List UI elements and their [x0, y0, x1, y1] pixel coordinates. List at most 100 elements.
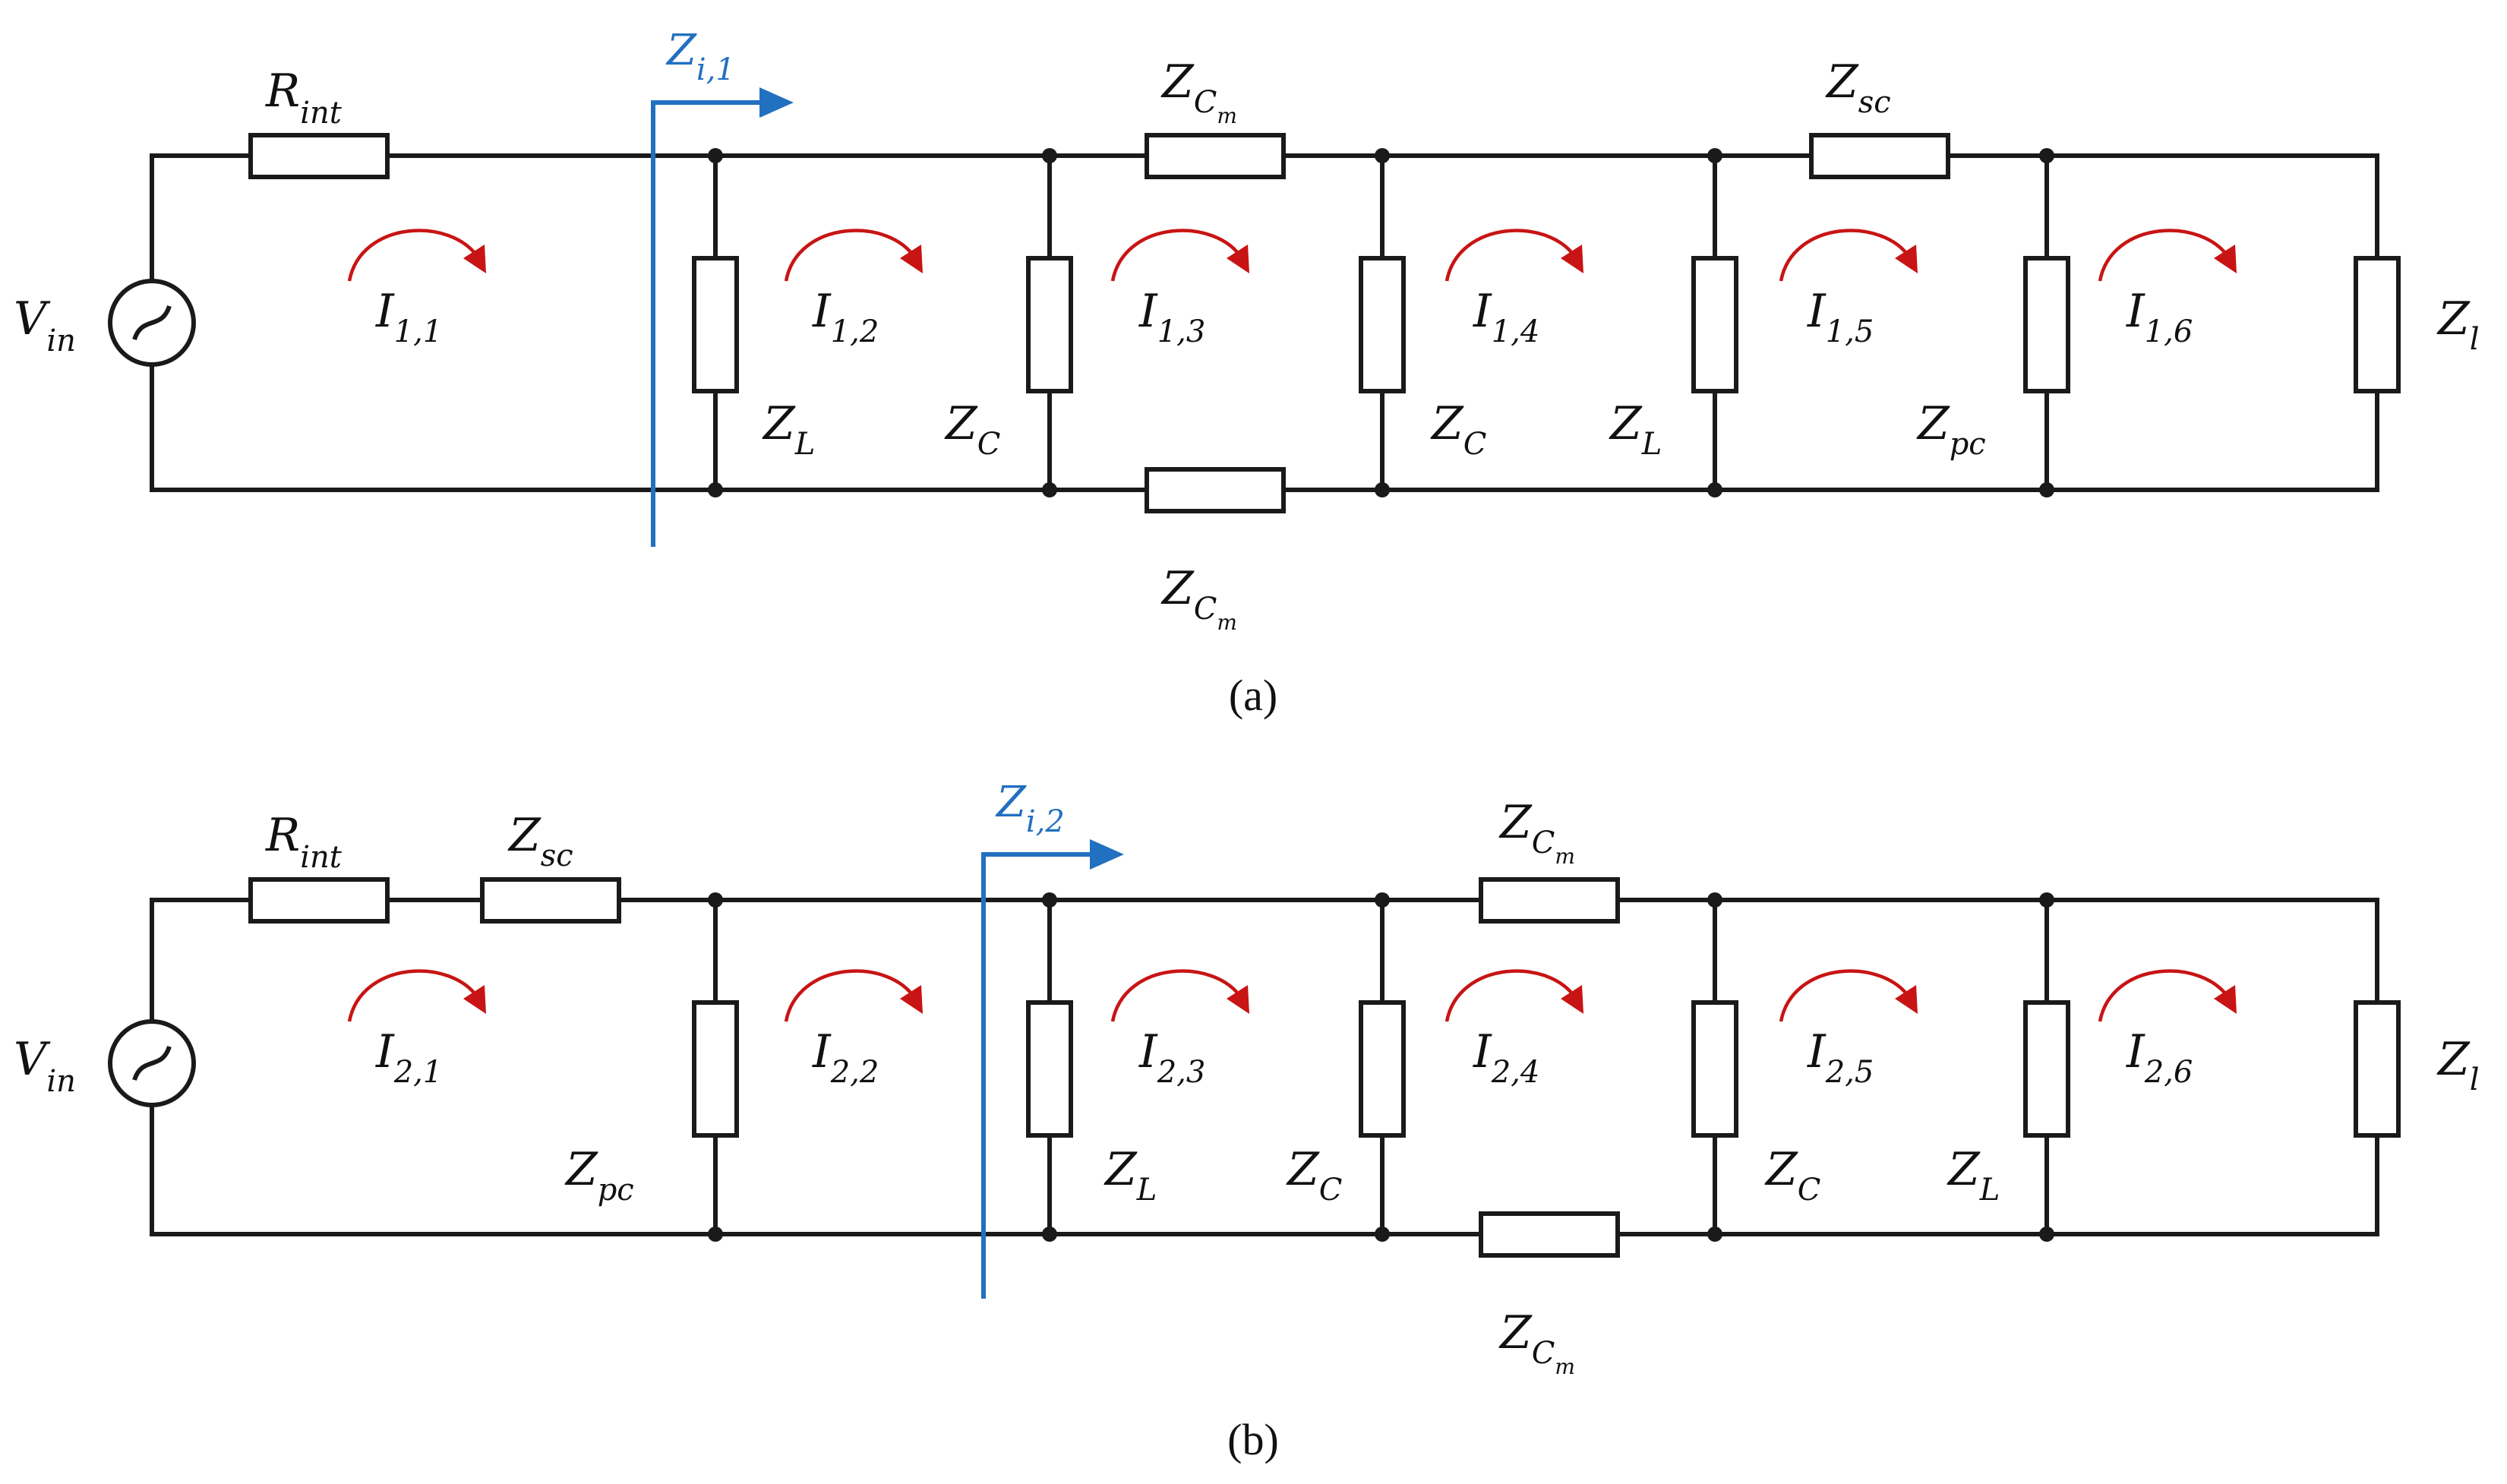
- label-zsc: Zsc: [507, 809, 573, 873]
- node-dot: [1375, 148, 1390, 163]
- loop-current-symbol: I: [2126, 285, 2145, 338]
- loop-current-arrow-icon: [1779, 969, 1912, 1022]
- loop-current-arrow-icon: [1779, 229, 1912, 282]
- loop-current-arrow-icon: [2098, 969, 2231, 1022]
- label-zcm-top: ZCm: [1160, 55, 1237, 128]
- zsc-resistor: [480, 877, 621, 924]
- label-zcm-top: ZCm: [1498, 796, 1575, 869]
- loop-arrow-head: [1561, 985, 1583, 1014]
- loop-current-index: 1,5: [1826, 314, 1874, 349]
- label-zcm-bottom: ZCm: [1498, 1306, 1575, 1379]
- label-zc: ZC: [1764, 1143, 1820, 1208]
- loop-current-symbol: I: [375, 285, 395, 338]
- node-dot: [1042, 1227, 1057, 1242]
- loop-current-symbol: I: [1473, 285, 1492, 338]
- loop-arrow-head: [2214, 985, 2237, 1014]
- label-zpc: Zpc: [1916, 397, 1986, 462]
- label-zcm-bottom: ZCm: [1160, 562, 1237, 635]
- label-zload: Zl: [2436, 1033, 2480, 1097]
- zpc-resistor: [692, 1000, 739, 1138]
- loop-current-label: I2,6: [2126, 1025, 2193, 1090]
- loop-current-symbol: I: [2126, 1025, 2145, 1078]
- loop-current-symbol: I: [1473, 1025, 1492, 1078]
- node-dot: [2039, 148, 2054, 163]
- loop-current-index: 1,1: [394, 314, 443, 349]
- r-int-resistor: [248, 133, 390, 179]
- label-r-int: Rint: [265, 65, 343, 131]
- r-int-resistor: [248, 877, 390, 924]
- node-dot: [708, 1227, 723, 1242]
- loop-current-index: 2,6: [2144, 1055, 2193, 1090]
- sine-wave-icon: [132, 1045, 172, 1081]
- zl-resistor: [1691, 256, 1738, 393]
- label-zc: ZC: [944, 397, 1000, 462]
- loop-arrow-head: [2214, 245, 2237, 273]
- zc-resistor: [1691, 1000, 1738, 1138]
- zload-resistor: [2354, 256, 2401, 393]
- loop-arrow-head: [1895, 245, 1918, 273]
- zc-resistor: [1359, 1000, 1406, 1138]
- caption-a: (a): [1229, 671, 1277, 720]
- loop-current-arrow-icon: [1110, 229, 1243, 282]
- loop-current-index: 2,2: [830, 1055, 879, 1090]
- sine-wave-icon: [132, 305, 172, 341]
- zload-resistor: [2354, 1000, 2401, 1138]
- caption-b: (b): [1227, 1415, 1279, 1464]
- loop-current-arrow-icon: [347, 229, 480, 282]
- label-zi: Zi,2: [995, 778, 1065, 839]
- loop-current-symbol: I: [1138, 285, 1158, 338]
- loop-arrow-head: [463, 245, 486, 273]
- loop-current-label: I1,5: [1807, 285, 1874, 349]
- loop-current-label: I2,3: [1138, 1025, 1205, 1090]
- zl-resistor: [692, 256, 739, 393]
- loop-current-label: I1,4: [1473, 285, 1539, 349]
- loop-arrow-head: [1561, 245, 1583, 273]
- loop-current-label: I1,6: [2126, 285, 2193, 349]
- loop-current-index: 1,3: [1157, 314, 1206, 349]
- node-dot: [2039, 892, 2054, 908]
- label-zc: ZC: [1430, 397, 1486, 462]
- zcm-top-resistor: [1479, 877, 1620, 924]
- loop-current-index: 1,6: [2145, 314, 2193, 349]
- zl-resistor: [2023, 1000, 2070, 1138]
- label-zl: ZL: [1104, 1143, 1157, 1208]
- node-dot: [1707, 892, 1722, 908]
- node-dot: [1042, 482, 1057, 497]
- input-impedance-probe: [651, 100, 763, 547]
- label-vin: Vin: [14, 1033, 76, 1099]
- node-dot: [1707, 482, 1722, 497]
- loop-current-symbol: I: [375, 1025, 395, 1078]
- node-dot: [708, 482, 723, 497]
- loop-arrow-head: [900, 985, 923, 1014]
- zpc-resistor: [2023, 256, 2070, 393]
- loop-current-index: 2,5: [1825, 1055, 1874, 1090]
- loop-current-label: I1,1: [375, 285, 442, 349]
- node-dot: [708, 148, 723, 163]
- zcm-top-resistor: [1145, 133, 1286, 179]
- label-zc: ZC: [1286, 1143, 1342, 1208]
- probe-arrow-head: [1090, 839, 1124, 870]
- zsc-resistor: [1809, 133, 1950, 179]
- label-r-int: Rint: [265, 809, 343, 875]
- zl-resistor: [1026, 1000, 1073, 1138]
- loop-current-arrow-icon: [784, 229, 917, 282]
- loop-current-symbol: I: [812, 1025, 832, 1078]
- loop-current-symbol: I: [1807, 285, 1827, 338]
- loop-current-label: I1,2: [812, 285, 879, 349]
- loop-current-index: 1,2: [831, 314, 879, 349]
- label-zload: Zl: [2436, 292, 2480, 357]
- circuit-b: Vin Rint Zsc Zi,2 ZCm Zpc ZL ZC ZC ZL ZC…: [14, 778, 2480, 1464]
- node-dot: [2039, 482, 2054, 497]
- node-dot: [1042, 148, 1057, 163]
- label-vin: Vin: [14, 292, 76, 358]
- label-zsc: Zsc: [1825, 55, 1891, 120]
- node-dot: [1707, 1227, 1722, 1242]
- node-dot: [1707, 148, 1722, 163]
- loop-current-arrow-icon: [347, 969, 480, 1022]
- input-impedance-probe: [981, 852, 1094, 1299]
- node-dot: [1042, 892, 1057, 908]
- loop-current-arrow-icon: [1445, 229, 1577, 282]
- label-zpc: Zpc: [564, 1143, 634, 1208]
